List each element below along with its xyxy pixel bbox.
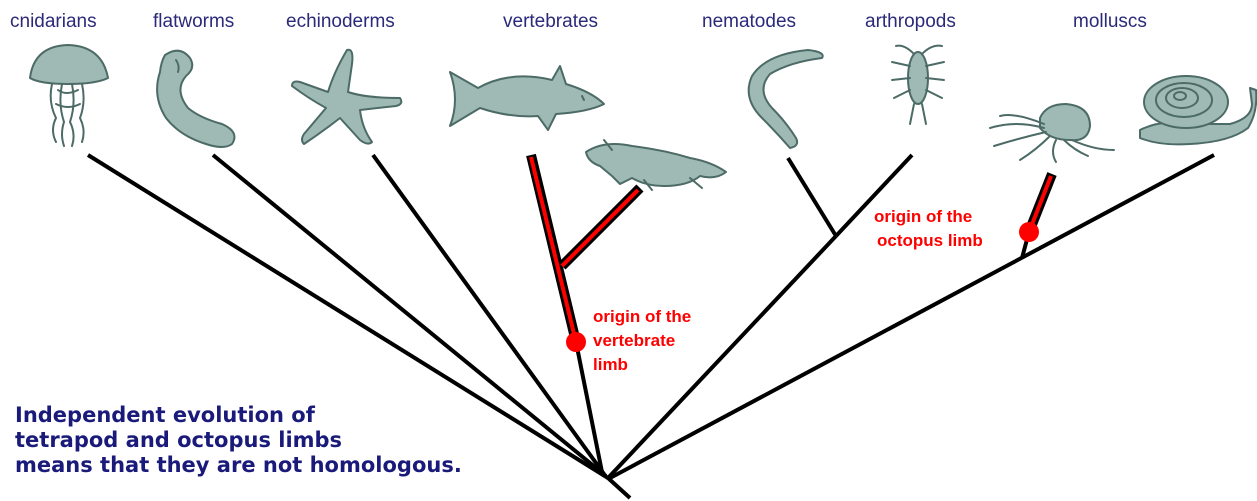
lizard-icon <box>586 140 726 190</box>
octopus-origin-label: origin of the octopus limb <box>874 207 983 250</box>
label-arthropods: arthropods <box>865 11 956 32</box>
shark-icon <box>450 66 604 130</box>
label-vertebrates: vertebrates <box>503 11 598 32</box>
flatworm-icon <box>157 51 234 147</box>
caption-line-3: means that they are not homologous. <box>15 453 462 477</box>
label-nematodes: nematodes <box>702 11 796 32</box>
branch-nematodes <box>788 158 836 236</box>
label-flatworms: flatworms <box>153 11 234 32</box>
caption-line-1: Independent evolution of <box>15 403 316 427</box>
caption-line-2: tetrapod and octopus limbs <box>15 428 342 452</box>
nematode-icon <box>749 50 823 148</box>
vertebrate-limb-origin-dot <box>566 332 586 352</box>
vertebrate-origin-line-2: vertebrate <box>593 331 675 350</box>
octopus-origin-line-1: origin of the <box>874 207 972 226</box>
label-cnidarians: cnidarians <box>10 11 97 32</box>
vertebrate-origin-label: origin of the vertebrate limb <box>593 307 696 374</box>
snail-icon <box>1140 76 1256 144</box>
branch-molluscs <box>610 155 1214 478</box>
arthropod-icon <box>892 46 944 124</box>
vertebrate-origin-line-1: origin of the <box>593 307 691 326</box>
label-echinoderms: echinoderms <box>286 11 395 32</box>
branch-trunk <box>608 478 630 498</box>
starfish-icon <box>292 50 401 144</box>
octopus-limb-origin-dot <box>1019 222 1039 242</box>
branch-protostomes <box>608 236 836 478</box>
octopus-origin-line-2: octopus limb <box>877 231 983 250</box>
jellyfish-icon <box>30 45 108 146</box>
caption: Independent evolution of tetrapod and oc… <box>15 403 462 477</box>
octopus-icon <box>990 104 1114 162</box>
label-molluscs: molluscs <box>1073 11 1147 32</box>
vertebrate-origin-line-3: limb <box>593 355 628 374</box>
